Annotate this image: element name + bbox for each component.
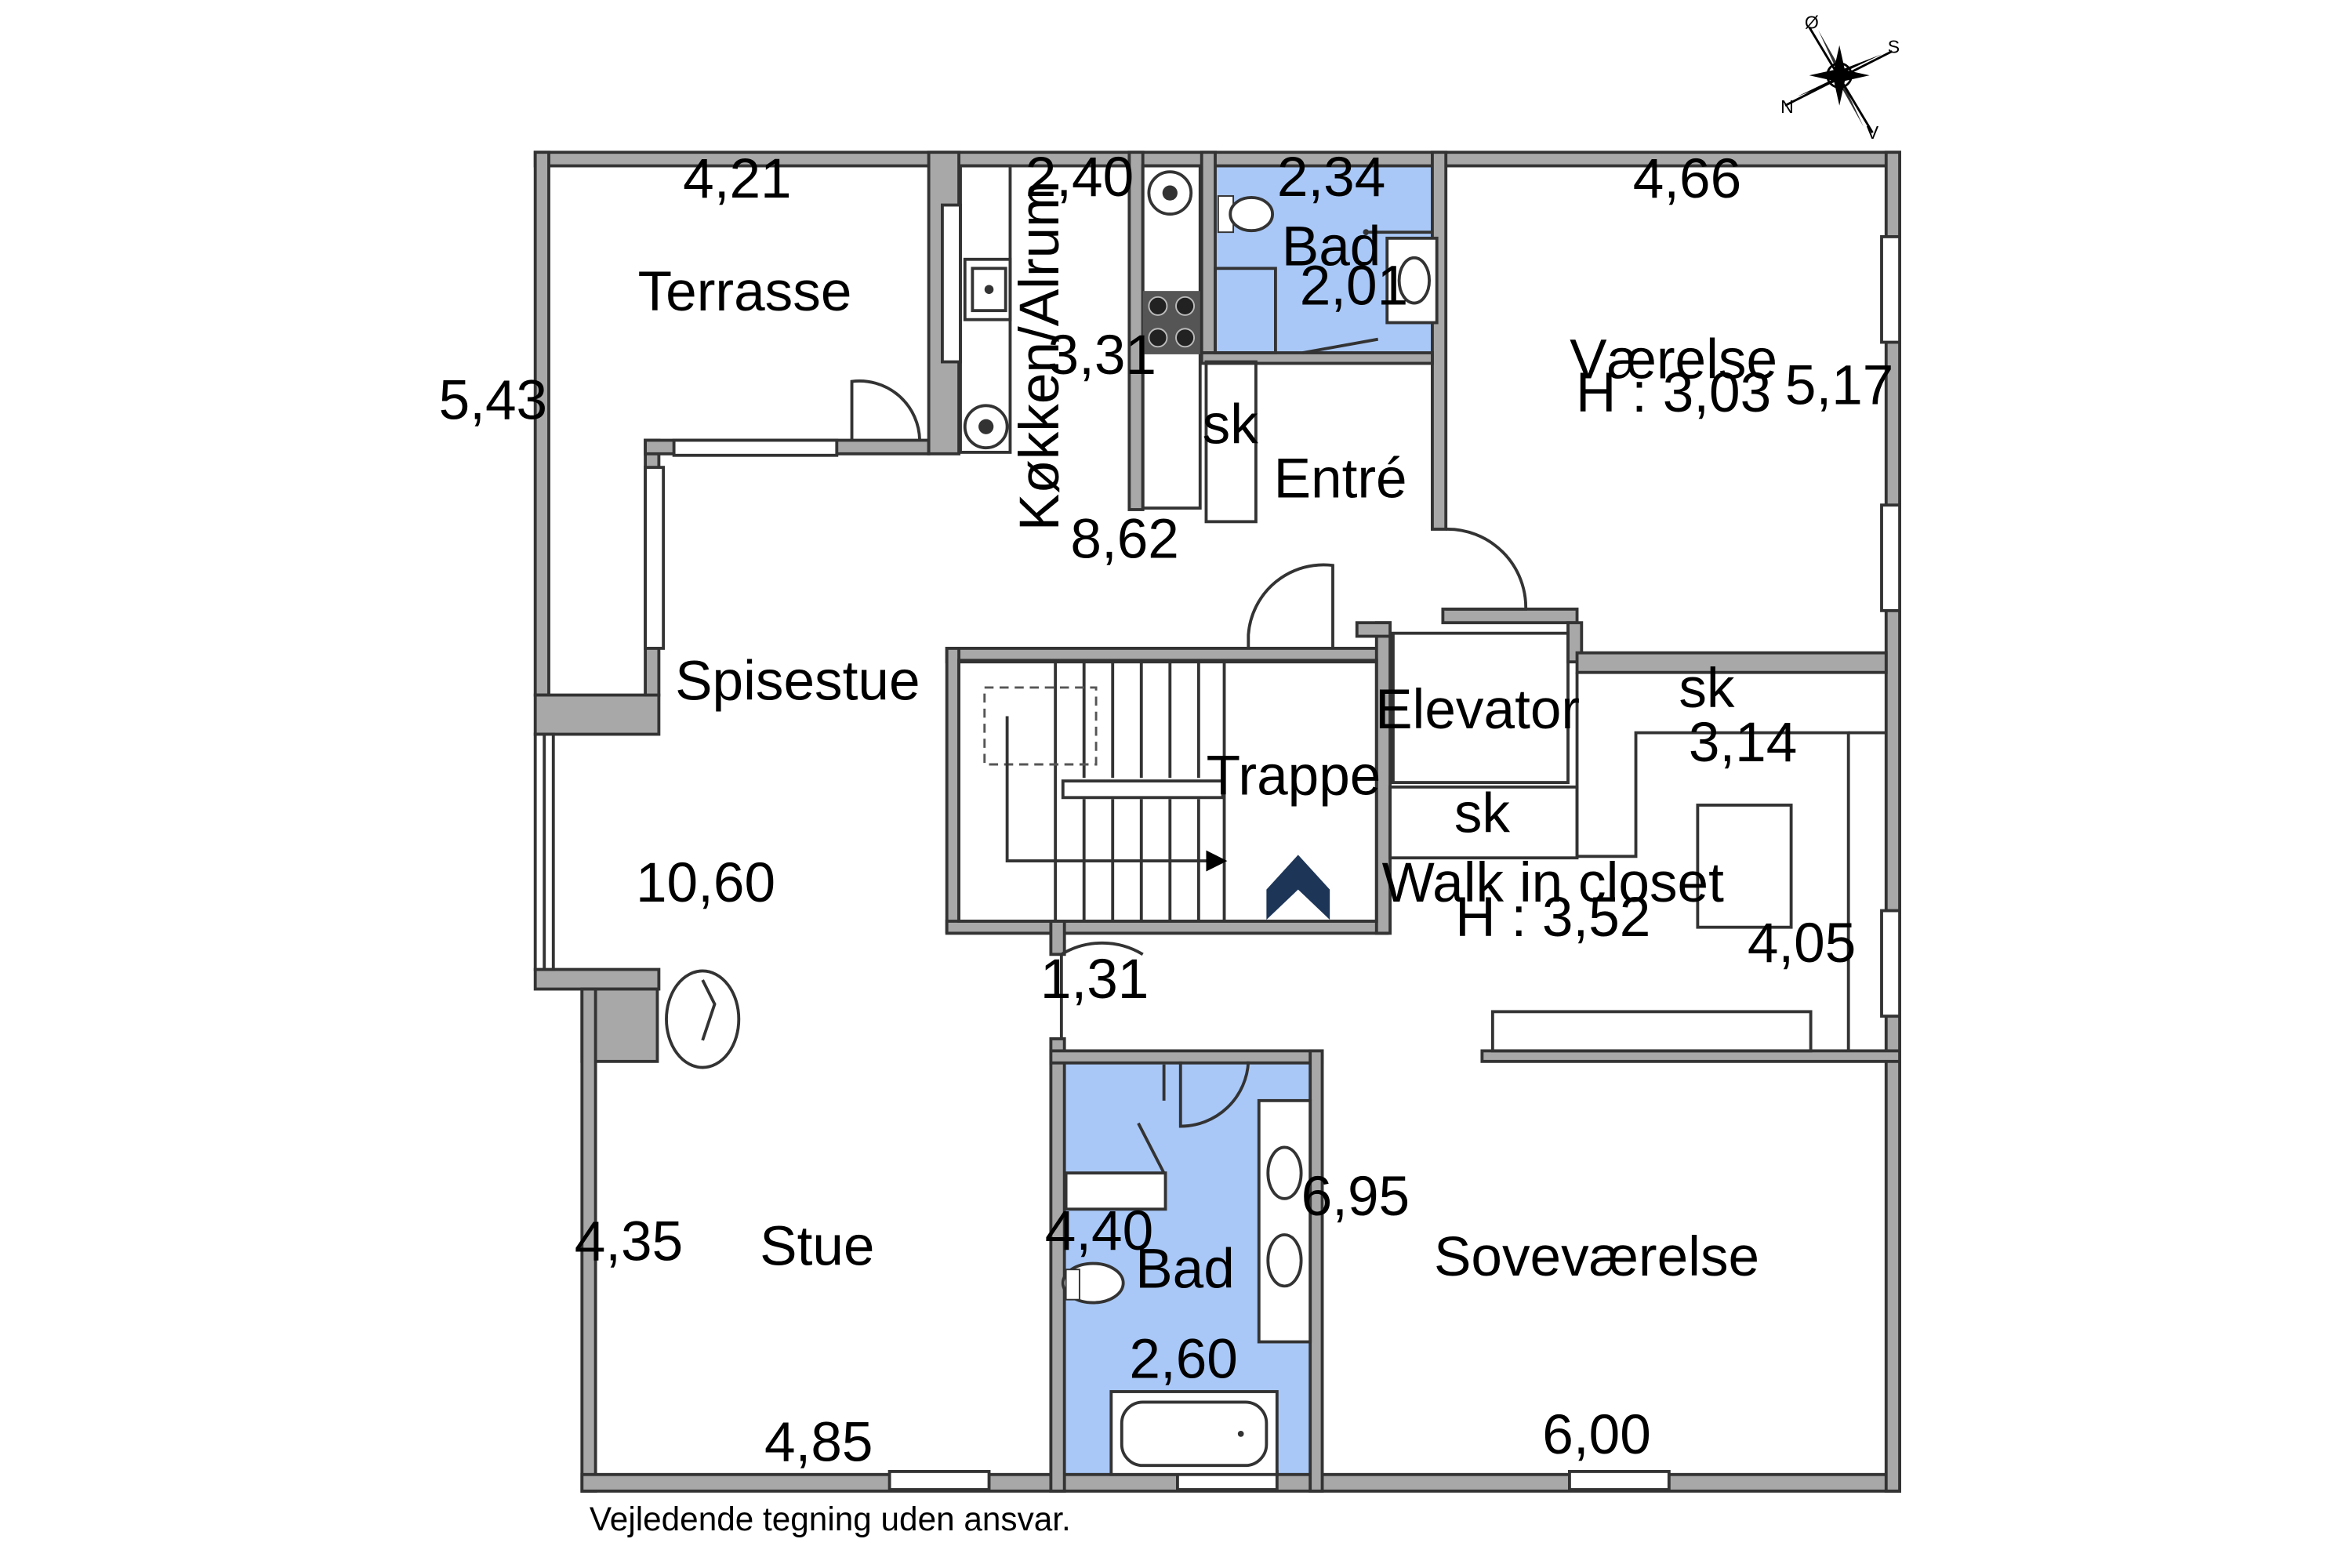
entre-cabinet [1204, 360, 1258, 524]
dimension-label: 6,00 [1542, 1404, 1650, 1466]
elevator-shaft [1392, 631, 1570, 784]
dimension-label: 4,05 [1748, 913, 1856, 975]
room-label-spisestue: Spisestue [675, 650, 920, 712]
room-label-bad-bottom: Bad [1135, 1238, 1235, 1300]
room-label-vaerelse: Værelse [1570, 329, 1777, 391]
dimension-label: 1,31 [1040, 949, 1149, 1011]
bathtub-icon [1109, 1390, 1279, 1476]
stove-icon [1142, 291, 1200, 354]
disclaimer-text: Vejledende tegning uden ansvar. [590, 1501, 1071, 1537]
toilet-icon [1061, 195, 1274, 1305]
room-label-sk-elevator: sk [1454, 783, 1511, 845]
dimension-label: 2,60 [1129, 1329, 1237, 1391]
dimension-label: 2,01 [1300, 255, 1408, 317]
dimension-label: 6,95 [1301, 1166, 1410, 1228]
compass-letter-n: N [1780, 96, 1794, 117]
dimension-label: 4,35 [575, 1211, 683, 1273]
dimension-label: 2,40 [1025, 147, 1134, 209]
room-label-sk-entre: sk [1203, 394, 1259, 456]
staircase [957, 659, 1378, 923]
fireplace-icon [665, 969, 741, 1069]
dimension-label: 2,34 [1277, 147, 1385, 209]
room-label-sk-closet: sk [1679, 658, 1735, 720]
dimension-label: 4,21 [683, 148, 791, 210]
fan-icon [963, 170, 1193, 450]
room-label-elevator: Elevator [1375, 679, 1580, 741]
bathroom-bottom-floor [1065, 1061, 1312, 1475]
dimension-label: 4,40 [1045, 1200, 1153, 1262]
dimension-label: 8,62 [1070, 509, 1178, 571]
dimension-label: 4,85 [764, 1411, 873, 1473]
compass-letter-s: S [1888, 36, 1900, 56]
room-label-kokken: Køkken/Alrum [1009, 180, 1071, 531]
room-label-bad-top: Bad [1282, 216, 1381, 278]
closet-island [1696, 804, 1793, 929]
closet-shelf [1575, 672, 1850, 1051]
stair-direction-arrow-icon [1266, 855, 1330, 920]
room-height-vaerelse: H : 3,03 [1576, 362, 1771, 424]
doors [850, 337, 1528, 1128]
dimension-label: 3,14 [1689, 712, 1797, 774]
compass-letter-v: V [1867, 122, 1879, 143]
room-label-trappe: Trappe [1207, 745, 1381, 807]
room-label-walk-in-closet: Walk in closet [1382, 852, 1724, 914]
dimension-label: 4,66 [1633, 148, 1741, 210]
dimension-label: 5,17 [1785, 354, 1893, 416]
compass-rose-icon: Ø S N V [1780, 13, 1900, 143]
room-height-walk-in-closet: H : 3,52 [1455, 887, 1650, 949]
compass-letter-o: Ø [1805, 13, 1819, 33]
washing-machine [1214, 267, 1277, 354]
dimension-label: 10,60 [636, 852, 775, 914]
shower-icon [1064, 229, 1432, 1211]
room-label-sovevaerelse: Soveværelse [1434, 1226, 1759, 1288]
room-label-entre: Entré [1274, 448, 1407, 510]
room-label-stue: Stue [760, 1215, 874, 1277]
dimension-label: 3,31 [1048, 325, 1156, 387]
closet-rail [1490, 1010, 1813, 1053]
room-label-terrasse: Terrasse [638, 261, 852, 323]
dimension-label: 5,43 [439, 370, 547, 432]
sink-icon [1257, 236, 1439, 1344]
